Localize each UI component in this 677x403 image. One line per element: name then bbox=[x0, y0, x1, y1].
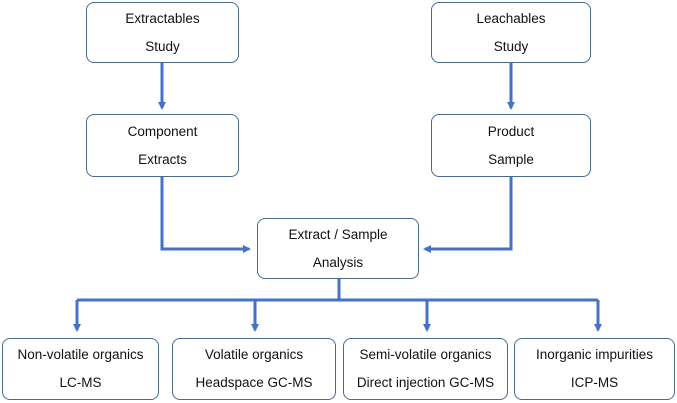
volatile-organics-box: Volatile organics Headspace GC-MS bbox=[172, 338, 336, 400]
product-sample-line1: Product bbox=[487, 123, 535, 139]
arrow-product-to-analysis bbox=[423, 177, 513, 253]
extract-sample-analysis-box: Extract / Sample Analysis bbox=[257, 218, 419, 279]
inorganic-impurities-box: Inorganic impurities ICP-MS bbox=[514, 338, 675, 400]
volatile-line1: Volatile organics bbox=[204, 347, 304, 362]
non-volatile-line2: LC-MS bbox=[59, 375, 102, 390]
leachables-study-line2: Study bbox=[493, 38, 529, 54]
connectors bbox=[73, 63, 602, 332]
extractables-study-box: Extractables Study bbox=[86, 2, 239, 63]
product-sample-line2: Sample bbox=[488, 151, 534, 167]
inorganic-line2: ICP-MS bbox=[570, 375, 619, 390]
analysis-line1: Extract / Sample bbox=[288, 226, 388, 242]
non-volatile-organics-box: Non-volatile organics LC-MS bbox=[2, 338, 159, 400]
component-extracts-box: Component Extracts bbox=[86, 114, 239, 177]
non-volatile-line1: Non-volatile organics bbox=[17, 347, 144, 362]
semi-volatile-organics-box: Semi-volatile organics Direct injection … bbox=[343, 338, 508, 400]
component-extracts-line1: Component bbox=[127, 123, 198, 139]
leachables-study-box: Leachables Study bbox=[431, 2, 591, 63]
arrow-component-to-analysis bbox=[160, 177, 251, 253]
semi-volatile-line2: Direct injection GC-MS bbox=[356, 375, 495, 390]
analysis-line2: Analysis bbox=[312, 254, 364, 270]
extractables-study-line1: Extractables bbox=[125, 10, 200, 26]
extractables-study-line2: Study bbox=[145, 38, 180, 54]
volatile-line2: Headspace GC-MS bbox=[195, 375, 313, 390]
leachables-study-line1: Leachables bbox=[476, 10, 546, 26]
product-sample-box: Product Sample bbox=[431, 114, 591, 177]
semi-volatile-line1: Semi-volatile organics bbox=[359, 347, 492, 362]
inorganic-line1: Inorganic impurities bbox=[535, 347, 654, 362]
component-extracts-line2: Extracts bbox=[138, 151, 187, 167]
